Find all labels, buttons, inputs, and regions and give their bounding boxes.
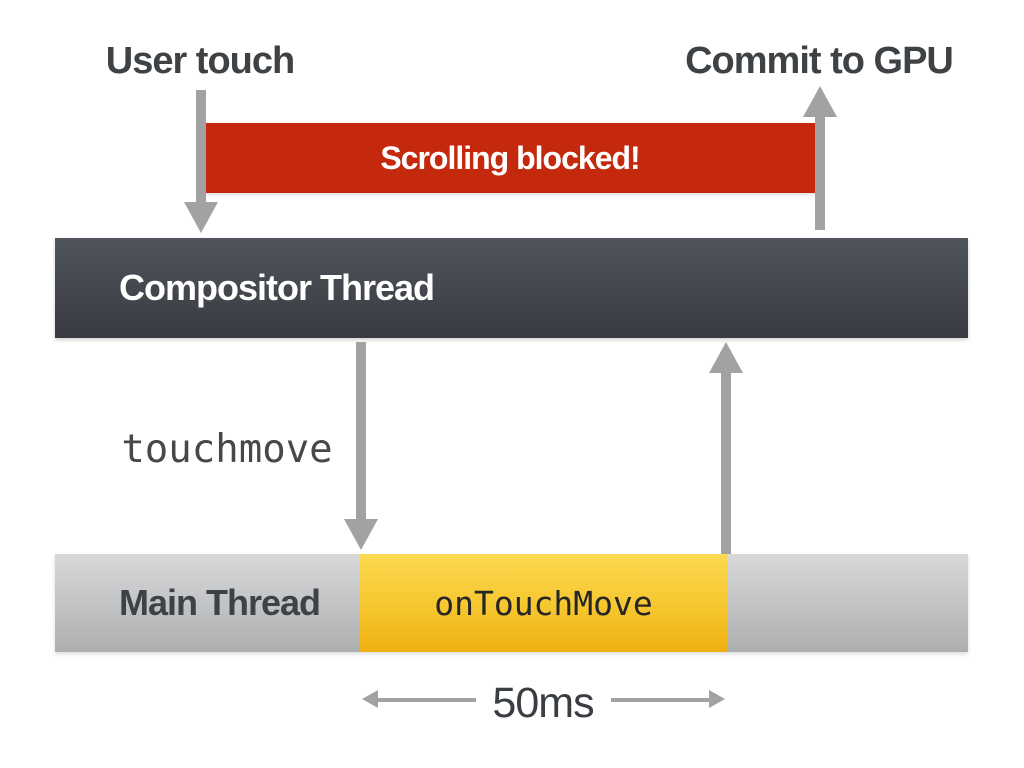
main-thread-bar: Main Thread onTouchMove	[55, 554, 968, 652]
compositor-thread-bar: Compositor Thread	[55, 238, 968, 338]
ontouchmove-busy-segment: onTouchMove	[360, 554, 727, 652]
arrow-shaft	[815, 116, 825, 230]
arrow-head-down-icon	[184, 202, 218, 233]
duration-arrow-right-icon	[709, 690, 725, 708]
scrolling-blocked-label: Scrolling blocked!	[380, 139, 640, 176]
duration-arrow-left-icon	[362, 690, 378, 708]
ontouchmove-label: onTouchMove	[434, 583, 653, 623]
scrolling-blocked-bar: Scrolling blocked!	[205, 123, 815, 193]
duration-line-right	[611, 698, 711, 702]
arrow-head-down-icon	[344, 519, 378, 550]
main-thread-label: Main Thread	[119, 582, 321, 623]
commit-to-gpu-label: Commit to GPU	[685, 40, 954, 82]
arrow-shaft	[721, 372, 731, 554]
arrow-head-up-icon	[709, 342, 743, 373]
arrow-shaft	[196, 90, 206, 204]
duration-label: 50ms	[492, 679, 594, 727]
arrow-shaft	[356, 342, 366, 520]
arrow-head-up-icon	[803, 86, 837, 117]
user-touch-label: User touch	[105, 40, 295, 82]
compositor-thread-label: Compositor Thread	[119, 267, 435, 308]
touchmove-event-label: touchmove	[121, 427, 333, 472]
duration-line-left	[376, 698, 476, 702]
